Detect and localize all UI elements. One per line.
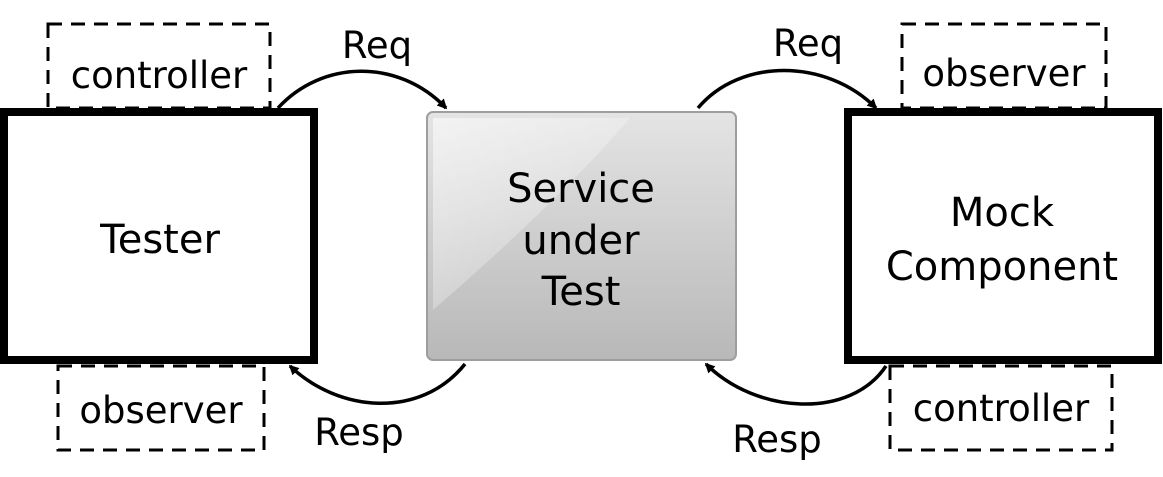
mock-resp-arrow [704, 362, 888, 406]
mock-observer-dashed-box [900, 22, 1108, 110]
mock-component-line-1: Mock [950, 190, 1055, 236]
tester-observer-label: observer [79, 389, 243, 432]
tester-controller-port: controller [46, 22, 272, 110]
tester-resp-label: Resp [314, 411, 404, 454]
mock-component-line-2: Component [886, 244, 1118, 290]
mock-resp-label: Resp [732, 418, 822, 461]
mock-observer-port: observer [900, 22, 1108, 110]
service-under-test-gloss [433, 118, 630, 310]
service-under-test-node: Service under Test [426, 111, 737, 361]
mock-component-node: Mock Component [844, 108, 1162, 364]
tester-label: Tester [99, 217, 220, 263]
mock-controller-port: controller [888, 364, 1114, 452]
mock-component-box [844, 108, 1162, 364]
mock-controller-dashed-box [888, 364, 1114, 452]
tester-observer-dashed-box [56, 364, 266, 452]
mock-controller-label: controller [913, 387, 1090, 430]
mock-observer-label: observer [922, 52, 1086, 95]
service-under-test-line-2: under [522, 218, 640, 264]
tester-req-arrow [276, 69, 448, 110]
mock-req-label: Req [773, 22, 843, 65]
tester-node: Tester [0, 108, 318, 364]
tester-req-label: Req [342, 24, 412, 67]
service-under-test-line-3: Test [541, 269, 621, 315]
service-under-test-line-1: Service [507, 166, 655, 212]
tester-resp-arrow [288, 362, 467, 405]
tester-box [0, 108, 318, 364]
mock-req-arrow [696, 68, 878, 110]
tester-observer-port: observer [56, 364, 266, 452]
tester-controller-label: controller [71, 54, 248, 97]
